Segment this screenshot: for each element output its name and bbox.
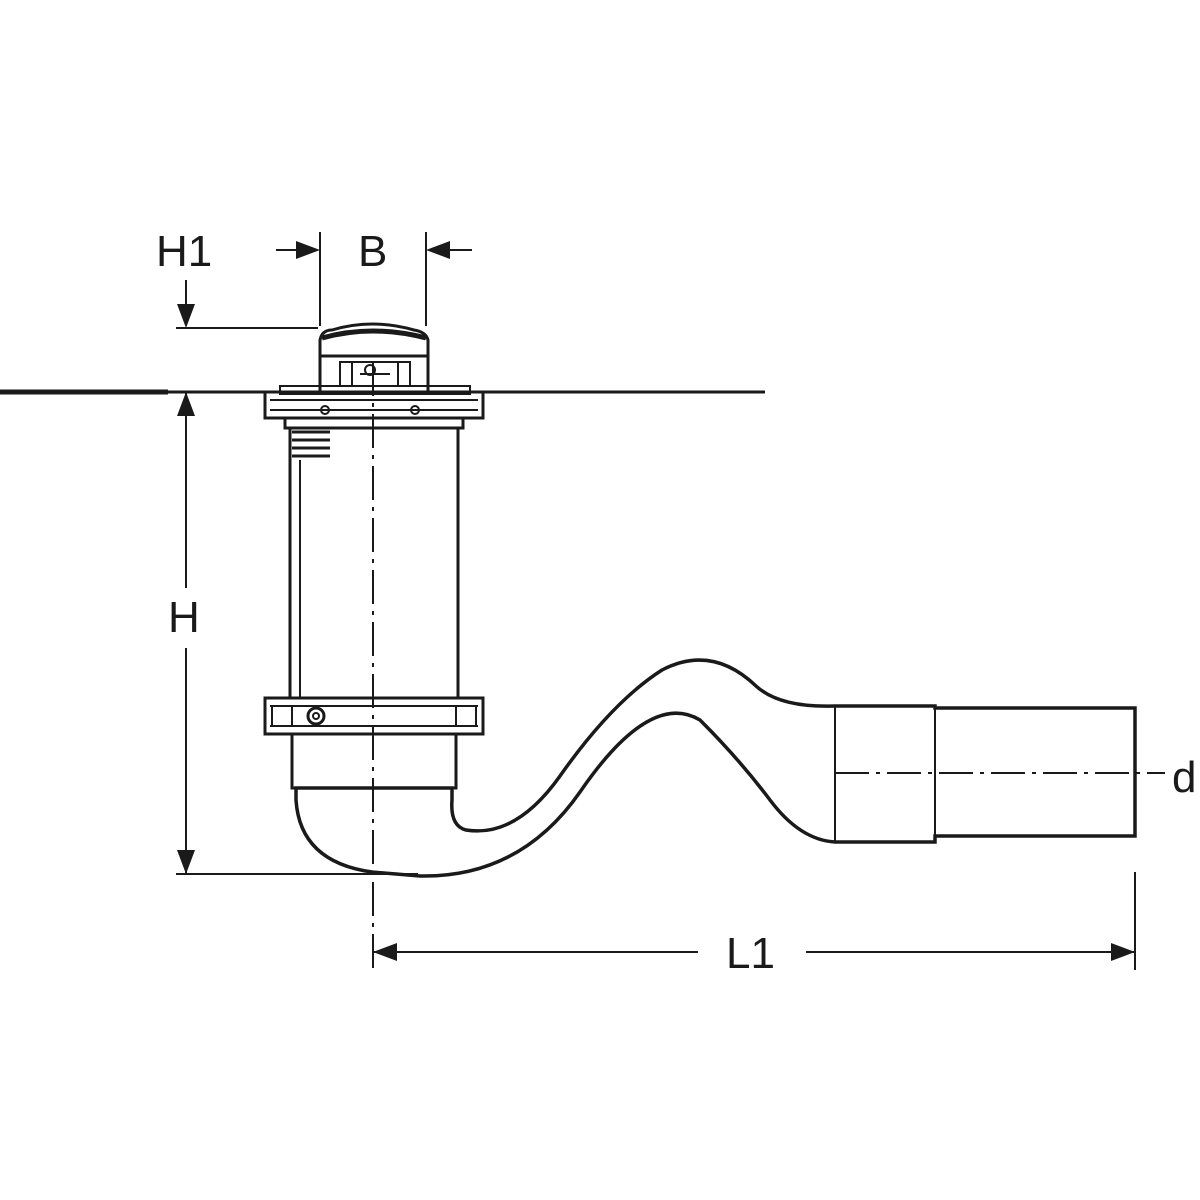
dimension-h1 [176, 280, 318, 329]
trap-pipe [294, 658, 1137, 878]
label-h: H [168, 593, 200, 642]
dimension-h [176, 391, 418, 875]
label-h1: H1 [156, 227, 212, 276]
label-d: d [1172, 753, 1196, 802]
dimension-l1 [373, 872, 1136, 970]
label-b: B [358, 227, 387, 276]
dimension-b [276, 232, 472, 326]
label-l1: L1 [726, 929, 775, 978]
